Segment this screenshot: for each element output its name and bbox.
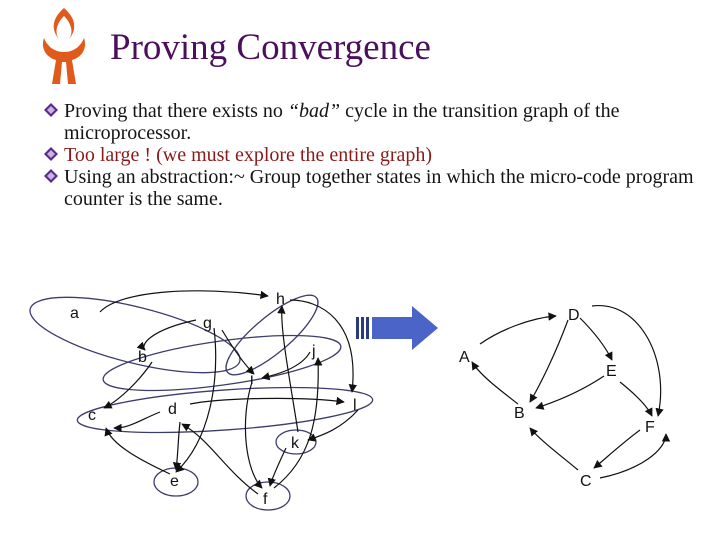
node-label: B [514, 405, 525, 422]
edge [189, 396, 345, 406]
bullet-item: Using an abstraction:~ Group together st… [44, 166, 704, 210]
node-label: j [311, 343, 316, 360]
edge [113, 411, 161, 433]
node-label: b [138, 349, 147, 366]
bullet-emphasis: “bad” [287, 100, 341, 122]
bullet-text: Too large ! (we must explore the entire … [64, 144, 433, 166]
node-label: C [580, 473, 592, 490]
edge [579, 317, 613, 361]
edge [535, 375, 605, 410]
node-label: F [645, 419, 655, 436]
edge [529, 319, 569, 403]
edge [307, 409, 359, 442]
edge [593, 429, 641, 469]
bullet-list: Proving that there exists no “bad” cycle… [44, 100, 704, 210]
edge [136, 319, 197, 351]
group-c-l [76, 386, 374, 434]
edge [175, 327, 217, 473]
edge [99, 290, 269, 313]
edge [619, 381, 653, 417]
bullet-text: cycle in the transition graph of the mic… [64, 100, 620, 144]
edge [273, 357, 323, 489]
group-a-g [29, 296, 241, 374]
edge [244, 381, 263, 489]
node-label: d [168, 401, 177, 418]
node-label: l [353, 397, 357, 414]
node-label: k [291, 435, 300, 452]
edge [181, 423, 259, 495]
edge [277, 305, 299, 433]
edge [172, 421, 182, 471]
diamond-bullet-icon [44, 147, 58, 161]
node-label: E [606, 363, 617, 380]
group-f [245, 481, 291, 511]
edge [471, 361, 519, 405]
edge [289, 299, 358, 393]
group-i-h [225, 294, 319, 376]
bullet-item: Too large ! (we must explore the entire … [44, 144, 704, 166]
diamond-bullet-icon [44, 103, 58, 117]
edge [267, 447, 287, 487]
edge [261, 351, 311, 381]
node-label: e [170, 473, 179, 490]
edge [599, 433, 671, 479]
right-nodes: A B C D E F [459, 307, 655, 490]
bullet-text: Proving that there exists no [64, 100, 288, 122]
bullet-item: Proving that there exists no “bad” cycle… [44, 100, 704, 144]
edge [221, 329, 255, 375]
edge [591, 305, 664, 417]
left-nodes: a b c d e f g h i j k l [70, 291, 357, 508]
right-edges [471, 305, 671, 479]
slide-title: Proving Convergence [110, 27, 431, 68]
edge [104, 427, 171, 475]
node-label: h [276, 291, 285, 308]
node-label: a [70, 305, 79, 322]
edge [529, 427, 579, 471]
right-arrow-icon [356, 306, 438, 350]
node-label: c [88, 407, 96, 424]
node-label: i [250, 371, 254, 388]
edge [479, 312, 557, 345]
group-b-j [102, 334, 342, 392]
node-label: A [459, 349, 470, 366]
diamond-bullet-icon [44, 169, 58, 183]
bullet-text: Using an abstraction:~ Group together st… [64, 166, 694, 210]
university-logo-icon [42, 8, 86, 84]
node-label: f [263, 491, 268, 508]
left-edges [99, 290, 359, 495]
group-k [275, 429, 317, 455]
edge [103, 361, 153, 409]
node-label: g [203, 315, 212, 332]
node-label: D [568, 307, 580, 324]
